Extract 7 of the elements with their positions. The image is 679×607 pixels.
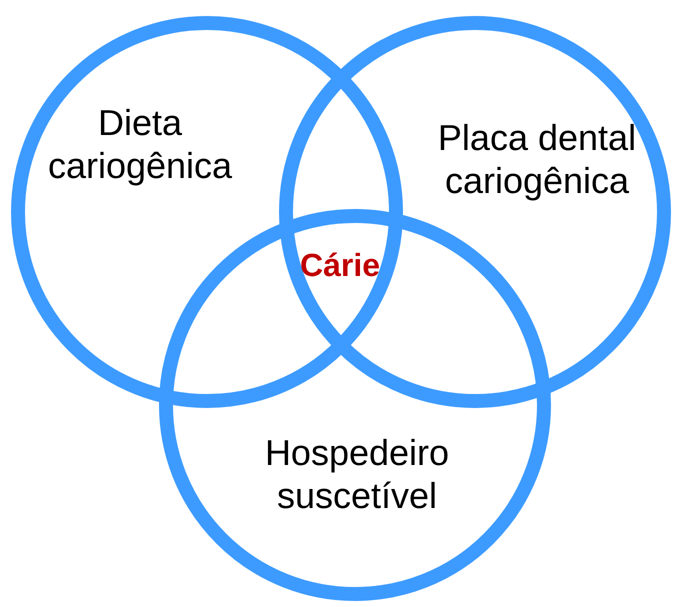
circle-label: Hospedeiro suscetível xyxy=(264,431,450,518)
venn-circle xyxy=(11,16,403,408)
circle-label: Placa dental cariogênica xyxy=(436,116,638,202)
venn-circle xyxy=(159,209,551,601)
venn-circle xyxy=(279,16,671,408)
intersection-label: Cárie xyxy=(300,246,380,284)
circle-label: Dieta cariogênica xyxy=(46,101,234,188)
